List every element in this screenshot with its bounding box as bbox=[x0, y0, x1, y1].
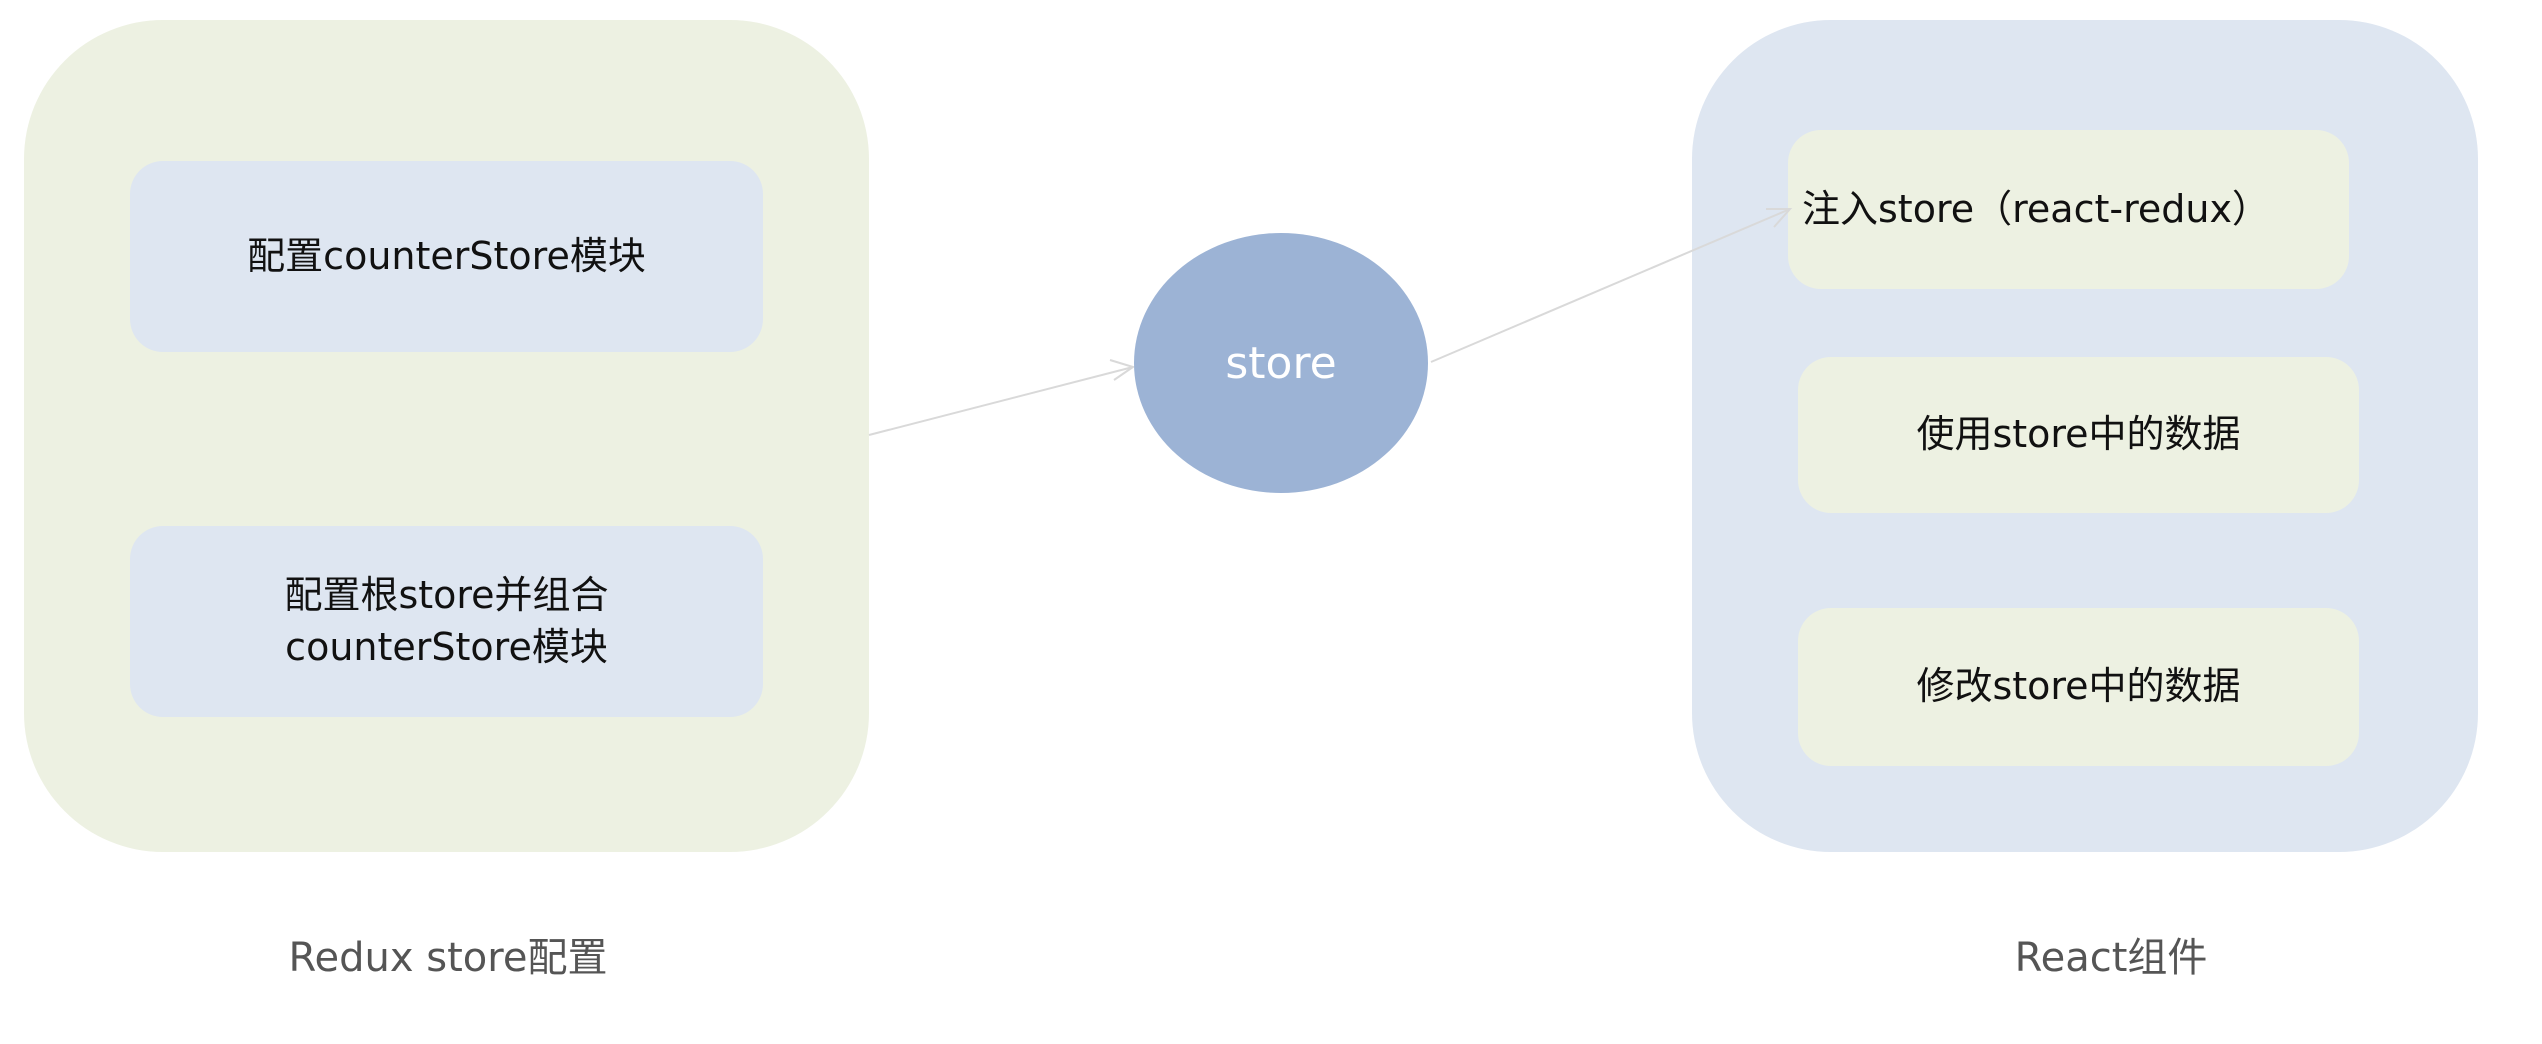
redux-store-config-caption: Redux store配置 bbox=[288, 935, 608, 981]
box-text: counterStore模块 bbox=[285, 624, 608, 669]
box-text: 修改store中的数据 bbox=[1916, 664, 2241, 709]
modify-store-data-box: 修改store中的数据 bbox=[1798, 608, 2359, 766]
arrowhead-icon bbox=[1109, 359, 1136, 381]
box-text: 配置根store并组合 bbox=[284, 573, 609, 618]
config-root-store-box: 配置根store并组合 counterStore模块 bbox=[130, 526, 763, 717]
config-counterstore-box: 配置counterStore模块 bbox=[130, 161, 763, 352]
arrow-store-to-inject bbox=[1430, 208, 1791, 363]
arrowhead-icon bbox=[1766, 208, 1793, 228]
box-text: 使用store中的数据 bbox=[1916, 412, 2241, 457]
store-node bbox=[1134, 233, 1428, 493]
use-store-data-box: 使用store中的数据 bbox=[1798, 357, 2359, 513]
inject-store-box: 注入store（react-redux） bbox=[1788, 130, 2349, 289]
box-text: 配置counterStore模块 bbox=[247, 233, 646, 278]
store-node-label: store bbox=[1225, 338, 1336, 389]
box-text: 注入store（react-redux） bbox=[1802, 186, 2270, 231]
react-component-caption: React组件 bbox=[2014, 935, 2208, 981]
arrow-config-to-store bbox=[868, 366, 1134, 436]
